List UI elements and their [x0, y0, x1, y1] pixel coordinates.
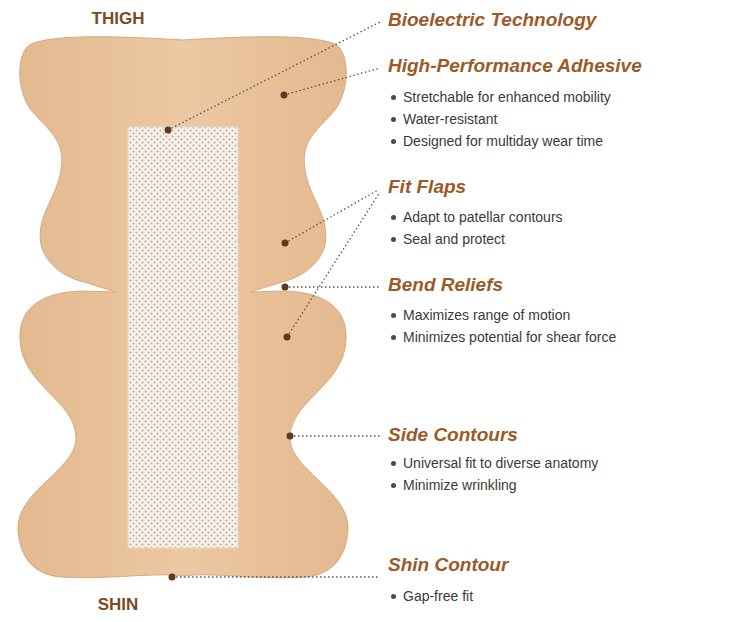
- feature-bullet: Adapt to patellar contours: [403, 208, 563, 226]
- bullet-dot: [391, 594, 396, 599]
- feature-heading: Bend Reliefs: [388, 274, 503, 296]
- bullet-dot: [391, 313, 396, 318]
- feature-bullet: Minimize wrinkling: [403, 476, 517, 494]
- feature-heading: Shin Contour: [388, 554, 508, 576]
- region-label: THIGH: [92, 8, 145, 30]
- feature-heading: High-Performance Adhesive: [388, 55, 642, 77]
- feature-bullet: Stretchable for enhanced mobility: [403, 88, 611, 106]
- feature-bullet: Seal and protect: [403, 230, 505, 248]
- bullet-dot: [391, 215, 396, 220]
- feature-bullet: Minimizes potential for shear force: [403, 328, 616, 346]
- bullet-dot: [391, 237, 396, 242]
- feature-bullet: Water-resistant: [403, 110, 497, 128]
- bullet-dot: [391, 95, 396, 100]
- callout-dots: [165, 92, 294, 581]
- feature-bullet: Maximizes range of motion: [403, 306, 570, 324]
- feature-bullet: Universal fit to diverse anatomy: [403, 454, 598, 472]
- bullet-dot: [391, 461, 396, 466]
- bullet-dot: [391, 483, 396, 488]
- bullet-dot: [391, 117, 396, 122]
- feature-bullet: Gap-free fit: [403, 587, 473, 605]
- feature-heading: Side Contours: [388, 424, 518, 446]
- region-label: SHIN: [98, 594, 139, 616]
- patch-outline: [18, 37, 348, 578]
- feature-bullet: Designed for multiday wear time: [403, 132, 603, 150]
- feature-heading: Bioelectric Technology: [388, 9, 596, 31]
- bioelectric-strip: [128, 127, 238, 548]
- feature-heading: Fit Flaps: [388, 176, 466, 198]
- bullet-dot: [391, 335, 396, 340]
- leader-lines: [168, 22, 380, 577]
- bullet-dot: [391, 139, 396, 144]
